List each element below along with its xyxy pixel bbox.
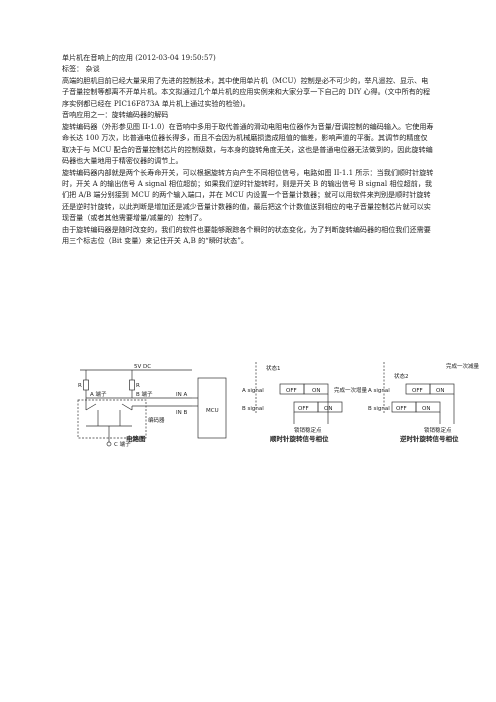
label-ccw-b-off: OFF xyxy=(396,406,407,412)
label-ccw-a-off: OFF xyxy=(412,388,423,394)
label-cw-lock: 锁销稳定点 xyxy=(294,426,322,434)
section-heading: 音响应用之一：旋转编码器的解码 xyxy=(62,110,169,120)
label-mcu: MCU xyxy=(206,408,219,414)
label-c-terminal: C 端子 xyxy=(114,440,131,448)
label-cw-a-on: ON xyxy=(312,388,320,394)
paragraph-flag-bits: 由于旋转编码器是随时改变的，我们的软件也要能够跟踪各个瞬时的状态变化，为了判断旋… xyxy=(62,224,431,246)
label-a-terminal: A 端子 xyxy=(90,390,107,398)
caption-ccw: 逆时针旋转信号相位 xyxy=(400,434,459,443)
label-ccw-a-on: ON xyxy=(436,388,444,394)
timing-diagram-ccw xyxy=(383,362,455,424)
article-title-line: 单片机在音响上的应用 (2012-03-04 19:50:57) xyxy=(62,53,216,62)
label-cw-b-on: ON xyxy=(324,406,332,412)
label-cw-state: 状态1 xyxy=(266,364,281,372)
article-tag-line: 标签： 杂谈 xyxy=(62,64,100,74)
label-r-right: R xyxy=(136,383,140,389)
label-ccw-done: 完成一次减量 xyxy=(446,362,480,370)
label-ccw-a-signal: A signal xyxy=(368,388,390,394)
label-cw-b-signal: B signal xyxy=(242,406,264,412)
circuit-diagram xyxy=(77,369,227,447)
label-ccw-b-on: ON xyxy=(422,406,430,412)
label-cw-done: 完成一次增量 xyxy=(334,386,368,394)
label-ccw-lock: 锁销稳定点 xyxy=(424,426,452,434)
timing-diagram-cw xyxy=(255,362,343,424)
label-encoder: 编码器 xyxy=(148,416,165,424)
label-5vdc: 5V DC xyxy=(134,364,151,370)
label-b-terminal: B 端子 xyxy=(136,390,153,398)
paragraph-encoder-principle: 旋转编码器内部就是两个长寿命开关，可以根据旋转方向产生不同相位信号，电路如图 I… xyxy=(62,167,434,223)
figure-encoder: 5V DC R R A 端子 B 端子 IN A IN B 编码器 C 端子 M… xyxy=(72,362,496,454)
paragraph-intro: 高端的胆机目前已经大量采用了先进的控制技术，其中使用单片机（MCU）控制是必不可… xyxy=(62,75,431,108)
caption-circuit: 电路图 xyxy=(126,434,146,443)
article-body: 单片机在音响上的应用 (2012-03-04 19:50:57) 标签： 杂谈 … xyxy=(62,52,434,247)
label-in-b: IN B xyxy=(176,410,187,416)
label-in-a: IN A xyxy=(176,392,187,398)
label-cw-b-off: OFF xyxy=(298,406,309,412)
paragraph-encoder-description: 旋转编码器（外形参见图 II-1.0）在音响中多用于取代普通的滑动电阻电位器作为… xyxy=(62,121,434,166)
label-ccw-state: 状态2 xyxy=(394,372,409,380)
caption-cw: 顺时针旋转信号相位 xyxy=(270,434,329,443)
label-ccw-b-signal: B signal xyxy=(368,406,390,412)
label-cw-a-signal: A signal xyxy=(242,388,264,394)
label-cw-a-off: OFF xyxy=(286,388,297,394)
label-r-left: R xyxy=(78,383,82,389)
